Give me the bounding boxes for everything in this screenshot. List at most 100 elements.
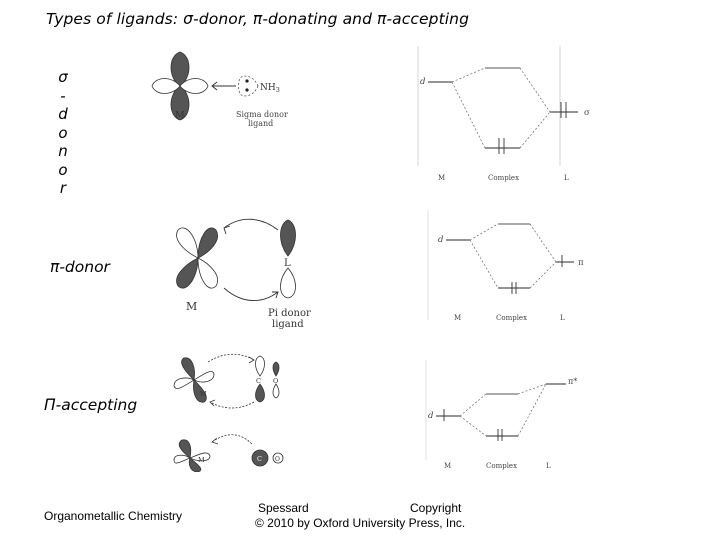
d-orbital-lobe bbox=[197, 257, 218, 289]
co-o-label: O bbox=[275, 456, 280, 463]
pi-star-lobe bbox=[255, 383, 265, 403]
correlation-line bbox=[451, 67, 486, 83]
pi-donor-mo-diagram: d π M Complex L bbox=[427, 210, 584, 322]
co-c-label: C bbox=[256, 377, 261, 385]
correlation-line bbox=[469, 239, 499, 289]
sigma-donor-mo-diagram: d σ M Complex L bbox=[417, 46, 590, 182]
correlation-line bbox=[517, 383, 547, 437]
donation-arrow-head bbox=[272, 291, 279, 299]
correlation-line bbox=[529, 261, 557, 289]
col-complex-label: Complex bbox=[496, 314, 527, 322]
side-label-char: d bbox=[58, 105, 68, 123]
d-orbital-lobe bbox=[170, 85, 190, 121]
pi-donor-orbital-figure: L M Pi donor ligand bbox=[176, 218, 311, 330]
pi-accepting-orbital-figure: M C O M C O bbox=[173, 353, 284, 472]
d-orbital-lobe bbox=[176, 257, 199, 289]
col-ligand-label: L bbox=[560, 314, 565, 322]
back-donation-arrow bbox=[207, 353, 255, 363]
ligand-caption: Sigma donor bbox=[236, 110, 288, 119]
correlation-line bbox=[519, 67, 551, 113]
d-orbital-lobe bbox=[188, 457, 202, 472]
footer-copyright-word: Copyright bbox=[410, 501, 462, 515]
side-label-char: - bbox=[60, 86, 66, 105]
donation-arrow bbox=[223, 218, 279, 231]
ligand-caption: ligand bbox=[248, 119, 273, 128]
correlation-line bbox=[451, 81, 486, 149]
d-orbital-lobe bbox=[189, 452, 211, 462]
footer-course: Organometallic Chemistry bbox=[44, 509, 183, 523]
correlation-line bbox=[517, 383, 547, 395]
pi-star-label: π* bbox=[568, 377, 577, 386]
d-orbital-lobe bbox=[193, 379, 207, 403]
col-metal-label: M bbox=[438, 174, 445, 182]
lone-pair-dot bbox=[245, 88, 249, 92]
pi-star-lobe bbox=[272, 361, 280, 377]
d-orbital-lobe bbox=[179, 78, 209, 94]
d-level-label: d bbox=[428, 411, 434, 421]
d-orbital-lobe bbox=[151, 78, 181, 94]
pi-accepting-label: Π-accepting bbox=[44, 396, 138, 414]
col-complex-label: Complex bbox=[486, 462, 517, 470]
d-level-label: d bbox=[420, 77, 426, 87]
co-sigma-lobe bbox=[272, 452, 284, 464]
pi-metal-label: M bbox=[186, 300, 197, 313]
side-label-char: r bbox=[59, 179, 67, 197]
slide-title: Types of ligands: σ-donor, π-donating an… bbox=[46, 10, 470, 28]
donation-arrow bbox=[223, 287, 279, 301]
pi-acc-metal-label: M bbox=[200, 390, 207, 398]
d-level-label: d bbox=[438, 235, 444, 245]
side-label-char: o bbox=[58, 123, 68, 142]
co-o-label: O bbox=[273, 377, 278, 385]
d-orbital-lobe bbox=[193, 371, 215, 383]
correlation-line bbox=[459, 393, 487, 417]
col-complex-label: Complex bbox=[488, 174, 519, 182]
d-orbital-lobe bbox=[173, 377, 195, 389]
back-donation-arrow-head bbox=[248, 356, 255, 364]
co-sigma-lobe bbox=[251, 449, 269, 467]
correlation-line bbox=[519, 111, 551, 149]
side-label-char: n bbox=[58, 142, 68, 160]
footer-author: Spessard bbox=[258, 501, 309, 515]
pi-ligand-caption: Pi donor bbox=[268, 308, 311, 319]
d-orbital-lobe bbox=[181, 357, 195, 381]
side-label-char: o bbox=[58, 160, 68, 179]
back-donation-arrow bbox=[209, 401, 255, 409]
donation-arrow bbox=[211, 434, 253, 445]
d-orbital-lobe bbox=[197, 227, 218, 259]
pi-accepting-mo-diagram: π* d M Complex L bbox=[425, 360, 577, 470]
p-orbital-lobe bbox=[280, 267, 296, 299]
p-orbital-lobe bbox=[280, 219, 296, 257]
correlation-line bbox=[459, 415, 487, 437]
sigma-metal-label: M bbox=[175, 110, 185, 121]
pi-ligand-label: L bbox=[284, 258, 291, 269]
d-orbital-lobe bbox=[173, 454, 191, 464]
col-metal-label: M bbox=[444, 462, 451, 470]
d-orbital-lobe bbox=[170, 51, 190, 87]
sigma-donor-side-label: σ - d o n o r bbox=[56, 68, 70, 198]
donation-arrow-head bbox=[223, 225, 231, 235]
donation-arrow-head bbox=[211, 81, 218, 91]
footer-copyright: © 2010 by Oxford University Press, Inc. bbox=[255, 516, 466, 530]
col-ligand-label: L bbox=[546, 462, 551, 470]
d-orbital-lobe bbox=[176, 227, 199, 259]
pi-ligand-caption: ligand bbox=[272, 319, 304, 330]
co-c-label: C bbox=[257, 455, 262, 463]
pi-star-lobe bbox=[272, 383, 280, 399]
col-ligand-label: L bbox=[564, 174, 569, 182]
side-label-char: σ bbox=[58, 68, 68, 86]
pi-acc-metal-label: M bbox=[198, 456, 205, 464]
lone-pair-dot bbox=[245, 79, 249, 83]
lone-pair-lobe bbox=[238, 75, 259, 97]
donation-arrow-head bbox=[211, 437, 219, 445]
sigma-donor-orbital-figure: M NH3 Sigma donor ligand bbox=[151, 51, 288, 128]
d-orbital-lobe bbox=[178, 439, 192, 459]
ligand-formula: NH3 bbox=[260, 83, 280, 94]
col-metal-label: M bbox=[454, 314, 461, 322]
back-donation-arrow-head bbox=[209, 399, 216, 407]
correlation-line bbox=[529, 223, 557, 263]
pi-level-label: π bbox=[578, 258, 584, 268]
pi-donor-label: π-donor bbox=[50, 258, 110, 276]
correlation-line bbox=[469, 223, 499, 241]
sigma-level-label: σ bbox=[584, 108, 590, 118]
